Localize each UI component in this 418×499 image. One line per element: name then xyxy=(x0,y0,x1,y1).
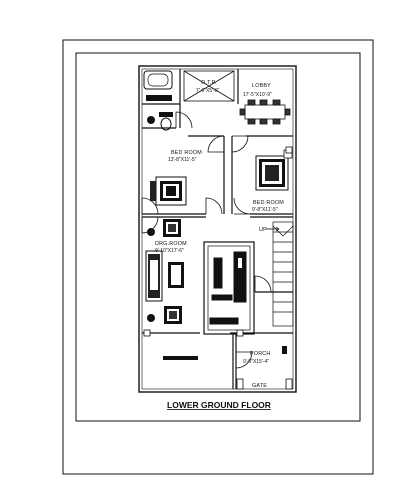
otp-dim: 7'-6"X5'-0" xyxy=(196,88,219,94)
otp-label: O.T.P. xyxy=(201,80,216,86)
single-bed xyxy=(255,149,293,191)
otp-open-to-sky xyxy=(183,70,235,102)
bedroom-1-dim: 13'-8"X11'-5" xyxy=(168,157,197,163)
sofa-set xyxy=(145,219,184,324)
double-bed xyxy=(150,176,187,206)
kitchen-block xyxy=(203,241,255,335)
staircase xyxy=(266,221,294,327)
interior-walls xyxy=(142,69,293,389)
car-marker xyxy=(163,356,198,360)
bedroom-1-label: BED ROOM xyxy=(171,150,202,156)
columns xyxy=(143,146,293,337)
drawing-room-label: DRG.ROOM xyxy=(155,241,187,247)
bedroom-2-label: BED ROOM xyxy=(253,200,284,206)
drawing-title: LOWER GROUND FLOOR xyxy=(167,400,271,410)
porch-dim: 9'-0"X15'-4" xyxy=(243,359,269,365)
bathtub xyxy=(143,70,173,101)
outer-border xyxy=(62,39,374,475)
door-swings xyxy=(141,111,272,369)
lobby-label: LOBBY xyxy=(252,83,271,89)
bedroom-2-dim: 9'-8"X11'-5" xyxy=(252,207,278,213)
lobby-dim: 17'-5"X10'-9" xyxy=(243,92,272,98)
drawing-room-dim: 9'-10"X17'-6" xyxy=(155,248,184,254)
stair-up-label: UP xyxy=(259,227,267,233)
toilet-fixture xyxy=(147,112,173,131)
porch-label: PORCH xyxy=(250,351,270,357)
inner-border xyxy=(75,52,361,422)
gate-label: GATE xyxy=(252,383,267,389)
gate-posts xyxy=(236,346,293,390)
dining-table xyxy=(239,99,291,125)
